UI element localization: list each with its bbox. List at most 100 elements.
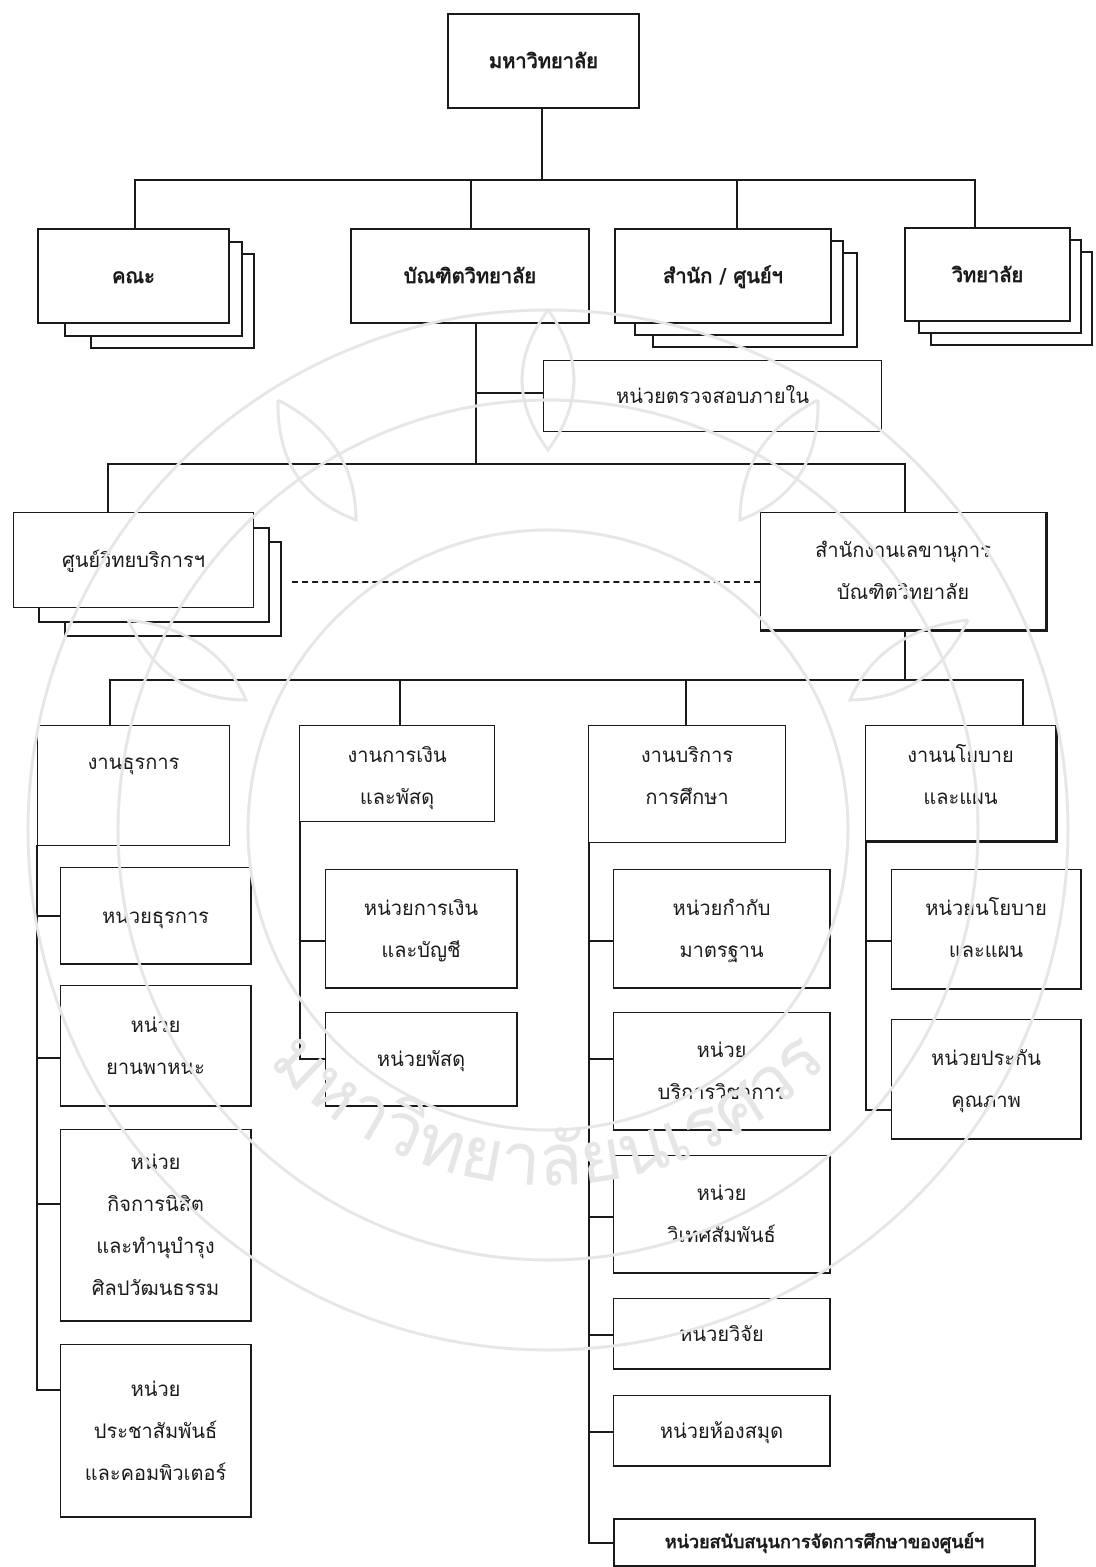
node-offices-centers: สำนัก / ศูนย์ฯ	[614, 228, 832, 324]
connector	[865, 940, 891, 942]
node-label: สำนัก / ศูนย์ฯ	[663, 264, 783, 288]
node-colleges: วิทยาลัย	[904, 227, 1071, 322]
label-line: หน่วยธุรการ	[102, 903, 209, 928]
connector	[134, 179, 136, 229]
connector	[588, 1334, 613, 1336]
connector	[299, 1058, 325, 1060]
connector	[36, 915, 60, 917]
unit-library: หน่วยห้องสมุด	[613, 1395, 831, 1467]
label-line: หน่วยพัสดุ	[376, 1047, 466, 1071]
unit-standards: หน่วยกำกับ มาตรฐาน	[613, 869, 831, 989]
node-graduate-school: บัณฑิตวิทยาลัย	[350, 228, 590, 324]
unit-vehicles: หน่วย ยานพาหนะ	[60, 985, 252, 1107]
unit-international-relations: หน่วย วิเทศสัมพันธ์	[613, 1155, 831, 1274]
label-line: หน่วยวิจัย	[679, 1321, 764, 1346]
connector	[588, 940, 613, 942]
connector	[865, 1109, 891, 1111]
label-line: และบัญชี	[381, 937, 461, 962]
label-line: งานบริการ	[640, 743, 734, 767]
connector	[470, 179, 472, 229]
label-line: และพัสดุ	[359, 785, 435, 809]
division-title: งานการเงิน และพัสดุ	[347, 743, 446, 818]
node-internal-audit: หน่วยตรวจสอบภายใน	[543, 360, 882, 432]
unit-general-admin: หน่วยธุรการ	[60, 867, 252, 965]
label-line: และคอมพิวเตอร์	[84, 1460, 227, 1485]
connector	[1022, 679, 1024, 727]
connector	[541, 107, 543, 180]
label-line: หน่วยนโยบาย	[925, 896, 1047, 920]
unit-student-affairs: หน่วย กิจการนิสิต และทำนุบำรุง ศิลปวัฒนธ…	[60, 1129, 252, 1322]
connector	[588, 1216, 613, 1218]
label-line: และแผน	[923, 785, 998, 809]
label-line: หน่วย	[130, 1012, 181, 1037]
unit-research: หน่วยวิจัย	[613, 1298, 831, 1370]
label-line: และทำนุบำรุง	[96, 1234, 215, 1258]
label-line: หน่วยประกัน	[931, 1046, 1041, 1070]
label-line: คุณภาพ	[951, 1088, 1021, 1112]
node-label: บัณฑิตวิทยาลัย	[403, 264, 537, 288]
node-label: หน่วยตรวจสอบภายใน	[616, 384, 809, 408]
connector	[475, 392, 543, 394]
unit-academic-service: หน่วย บริการวิชาการ	[613, 1012, 831, 1131]
connector	[109, 679, 1023, 681]
unit-supplies: หน่วยพัสดุ	[325, 1012, 518, 1107]
division-general-admin: งานธุรการ	[37, 725, 230, 846]
connector	[36, 1389, 60, 1391]
unit-quality-assurance: หน่วยประกัน คุณภาพ	[891, 1019, 1082, 1140]
connector	[299, 940, 325, 942]
division-title: งานบริการ การศึกษา	[641, 743, 733, 818]
connector	[36, 845, 38, 1390]
label-line: หน่วยห้องสมุด	[659, 1418, 784, 1443]
label-line: งานการเงิน	[347, 743, 447, 767]
node-label: ศูนย์วิทยบริการฯ	[62, 548, 205, 572]
connector	[588, 1058, 613, 1060]
label-line: งานนโยบาย	[907, 743, 1014, 767]
label-line: ยานพาหนะ	[106, 1054, 205, 1079]
unit-center-support: หน่วยสนับสนุนการจัดการศึกษาของศูนย์ฯ	[613, 1518, 1036, 1567]
label-line: หน่วยกำกับ	[672, 895, 771, 920]
node-academic-service-center: ศูนย์วิทยบริการฯ	[13, 512, 254, 608]
label-line: หน่วย	[130, 1150, 181, 1174]
division-education-service: งานบริการ การศึกษา	[588, 725, 786, 843]
node-label-line: บัณฑิตวิทยาลัย	[836, 580, 970, 604]
division-policy-planning: งานนโยบาย และแผน	[865, 725, 1058, 843]
unit-policy-planning: หน่วยนโยบาย และแผน	[891, 869, 1082, 990]
connector	[107, 463, 109, 513]
node-label: คณะ	[112, 264, 155, 288]
node-university: มหาวิทยาลัย	[447, 13, 640, 109]
label-line: งานธุรการ	[87, 750, 180, 774]
connector	[134, 179, 975, 181]
label-line: หน่วยการเงิน	[363, 895, 479, 920]
dashed-connector	[292, 581, 760, 583]
label-line: ศิลปวัฒนธรรม	[91, 1276, 220, 1300]
connector	[36, 1203, 60, 1205]
label-line: บริการวิชาการ	[657, 1080, 786, 1104]
label-line: หน่วย	[130, 1376, 181, 1401]
division-title: งานนโยบาย และแผน	[907, 743, 1013, 818]
connector	[588, 1431, 613, 1433]
connector	[588, 843, 590, 1543]
node-label: วิทยาลัย	[951, 262, 1024, 287]
division-finance: งานการเงิน และพัสดุ	[299, 725, 495, 822]
connector	[107, 463, 905, 465]
node-label-line: สำนักงานเลขานุการ	[815, 538, 991, 562]
connector	[904, 463, 906, 513]
connector	[685, 679, 687, 727]
label-line: และแผน	[948, 938, 1024, 962]
connector	[588, 1542, 613, 1544]
connector	[399, 679, 401, 727]
connector	[109, 679, 111, 727]
unit-pr-computer: หน่วย ประชาสัมพันธ์ และคอมพิวเตอร์	[60, 1344, 252, 1518]
label-line: มาตรฐาน	[679, 937, 764, 962]
connector	[974, 179, 976, 229]
label-line: วิเทศสัมพันธ์	[667, 1223, 776, 1247]
label-line: หน่วย	[696, 1181, 747, 1205]
node-secretariat: สำนักงานเลขานุการ บัณฑิตวิทยาลัย	[760, 512, 1048, 632]
node-label: มหาวิทยาลัย	[489, 49, 598, 73]
node-faculty: คณะ	[37, 228, 230, 324]
label-line: การศึกษา	[645, 785, 729, 809]
connector	[865, 842, 867, 1110]
connector	[736, 179, 738, 229]
division-title: งานธุรการ	[88, 746, 180, 778]
